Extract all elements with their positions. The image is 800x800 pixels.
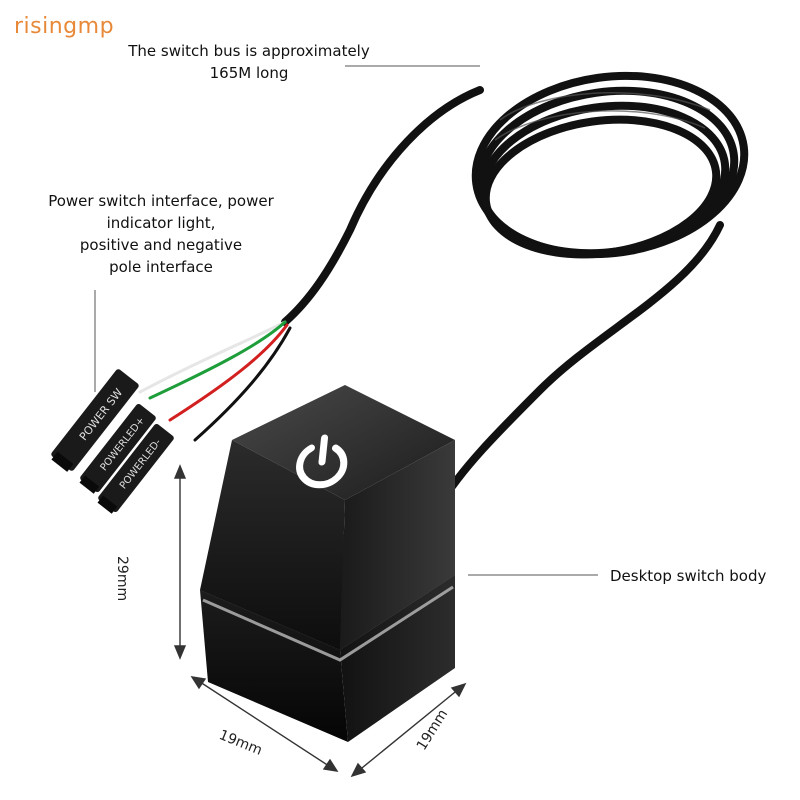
switch-body-callout: Desktop switch body bbox=[610, 567, 767, 585]
dimension-arrows bbox=[173, 464, 467, 778]
iface-line-1: Power switch interface, power bbox=[48, 192, 274, 210]
bus-line-2: 165M long bbox=[209, 64, 289, 82]
wire-bundle bbox=[138, 320, 292, 442]
switch-keycap bbox=[200, 385, 455, 650]
brand-watermark: risingmp bbox=[14, 14, 115, 39]
bus-line-1: The switch bus is approximately bbox=[128, 42, 370, 60]
bus-length-callout: The switch bus is approximately 165M lon… bbox=[118, 40, 380, 84]
interface-callout: Power switch interface, power indicator … bbox=[30, 190, 292, 278]
coil-highlights bbox=[494, 91, 711, 141]
iface-line-3: positive and negative bbox=[79, 236, 243, 254]
callout-lines bbox=[94, 65, 598, 576]
dimension-height-label: 29mm bbox=[114, 556, 130, 602]
iface-line-4: pole interface bbox=[109, 258, 213, 276]
iface-line-2: indicator light, bbox=[106, 214, 216, 232]
power-icon bbox=[296, 434, 348, 489]
